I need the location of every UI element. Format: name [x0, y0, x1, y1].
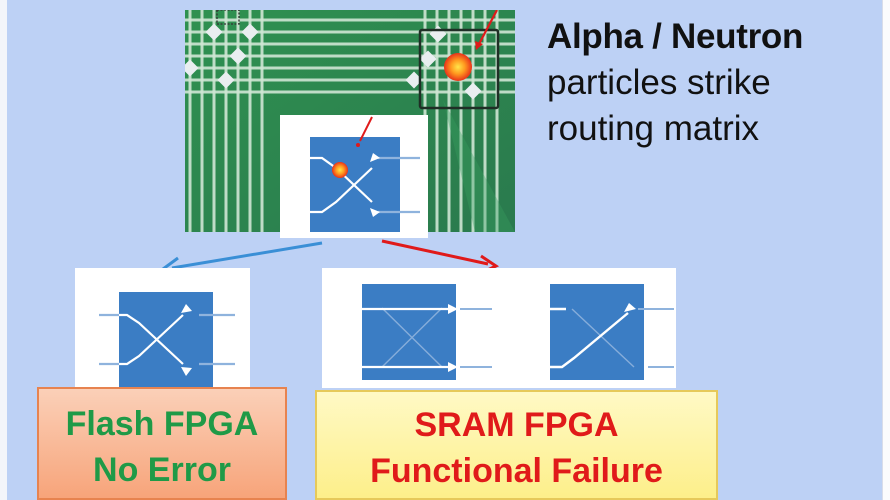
- headline-line-3: routing matrix: [547, 109, 760, 148]
- sram-label-line-1: SRAM FPGA: [414, 406, 619, 444]
- headline-line-2: particles strike: [547, 63, 771, 102]
- straight-through-switch-icon: [340, 284, 492, 380]
- flash-switch-panel: [75, 268, 250, 387]
- routing-matrix-grid-icon: [185, 10, 515, 232]
- routing-matrix-figure: [185, 10, 515, 232]
- headline-line-1: Alpha / Neutron: [547, 17, 804, 56]
- particle-strike-switch-icon: [288, 116, 420, 232]
- flash-fpga-label: Flash FPGA No Error: [37, 387, 287, 500]
- left-margin: [0, 0, 7, 500]
- strike-inset-panel: [280, 115, 428, 238]
- sram-switch-panel: [322, 268, 676, 388]
- headline: Alpha / Neutron particles strike routing…: [547, 14, 877, 152]
- shorted-switch-icon: [528, 284, 674, 380]
- flash-label-line-2: No Error: [93, 451, 231, 489]
- faulty-switches-icon: [340, 284, 674, 380]
- sram-fpga-label: SRAM FPGA Functional Failure: [315, 390, 718, 500]
- right-margin: [882, 0, 890, 500]
- sram-label-line-2: Functional Failure: [370, 452, 663, 490]
- crossed-switch-intact-icon: [99, 292, 235, 387]
- flash-label-line-1: Flash FPGA: [65, 405, 259, 443]
